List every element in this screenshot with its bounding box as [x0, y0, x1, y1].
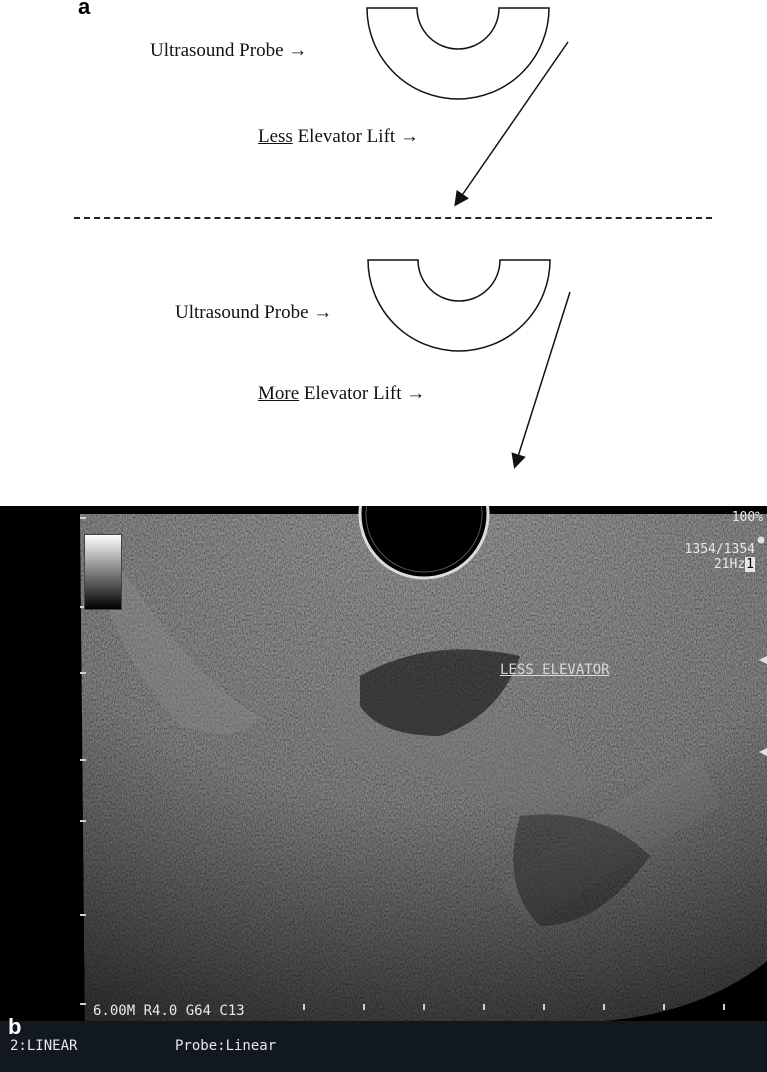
status-bar: 2:LINEAR Probe:Linear: [0, 1021, 767, 1072]
lift-label-bottom-text: Elevator Lift →: [299, 383, 425, 404]
ultrasound-probe-bottom-shape: [368, 260, 550, 351]
annotation-less-elevator: LESS ELEVATOR: [500, 662, 610, 678]
frame-rate: 21Hz: [714, 557, 745, 572]
lift-label-bottom: More Elevator Lift →: [258, 383, 425, 405]
panel-a-drawing: [0, 0, 767, 506]
lift-label-top-text: Elevator Lift →: [293, 126, 419, 147]
zoom-readout: 100%: [732, 510, 763, 525]
grayscale-bar: [84, 534, 122, 610]
probe-label-top: Ultrasound Probe →: [150, 40, 307, 62]
ultrasound-probe-top-shape: [367, 8, 549, 99]
probe-type-label: Probe:Linear: [175, 1038, 276, 1054]
frame-index-box: 1: [745, 557, 755, 572]
lift-label-top: Less Elevator Lift →: [258, 126, 419, 148]
panel-b-letter: b: [8, 1014, 21, 1040]
panel-a-diagram: a Ultrasound Probe → Less Elevator Lift …: [0, 0, 767, 506]
frame-counter: 1354/1354: [685, 542, 755, 557]
probe-label-bottom: Ultrasound Probe →: [175, 302, 332, 324]
frame-rate-readout: 21Hz1: [714, 557, 755, 572]
lift-label-top-emphasis: Less: [258, 126, 293, 147]
mode-label: 2:LINEAR: [10, 1038, 77, 1054]
lift-label-bottom-emphasis: More: [258, 383, 299, 404]
panel-b-ultrasound: b 100% 1354/1354 21Hz1 LESS ELEVATOR 6.0…: [0, 506, 767, 1072]
settings-readout: 6.00M R4.0 G64 C13: [93, 1003, 245, 1019]
dashed-divider: [74, 217, 712, 219]
